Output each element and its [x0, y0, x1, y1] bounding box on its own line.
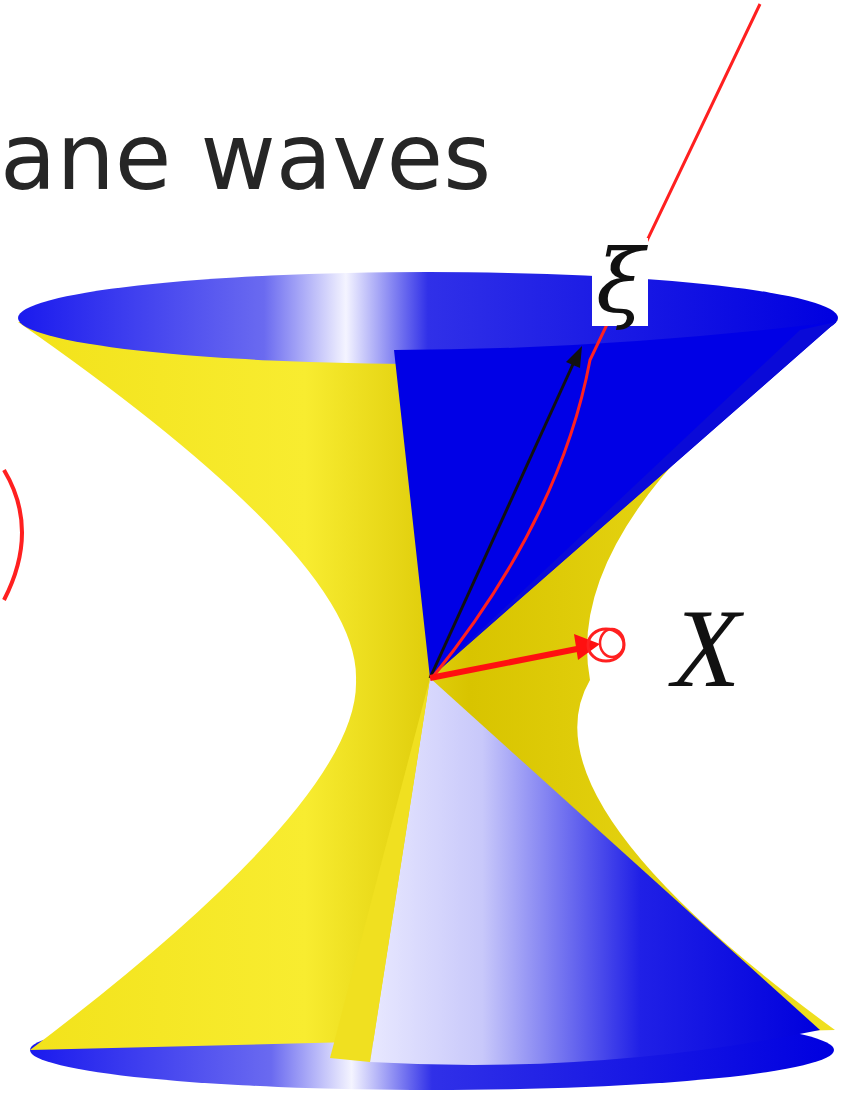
- vector-label: X: [672, 592, 740, 704]
- red-curve: [432, 4, 760, 678]
- slide-heading: ane waves: [0, 112, 491, 204]
- light-cone-upper: [394, 322, 836, 678]
- hyperboloid-strip: [330, 678, 430, 1062]
- xi-vector: [430, 362, 574, 678]
- x-vector: [430, 648, 582, 678]
- light-cone-lower: [370, 678, 820, 1065]
- light-cone-edge: [430, 322, 836, 678]
- vector-label: ξ: [592, 238, 648, 326]
- red-scribble: [588, 629, 624, 661]
- xi-arrowhead: [566, 346, 582, 368]
- red-scribble: [600, 629, 624, 657]
- red-bracket: [4, 470, 22, 600]
